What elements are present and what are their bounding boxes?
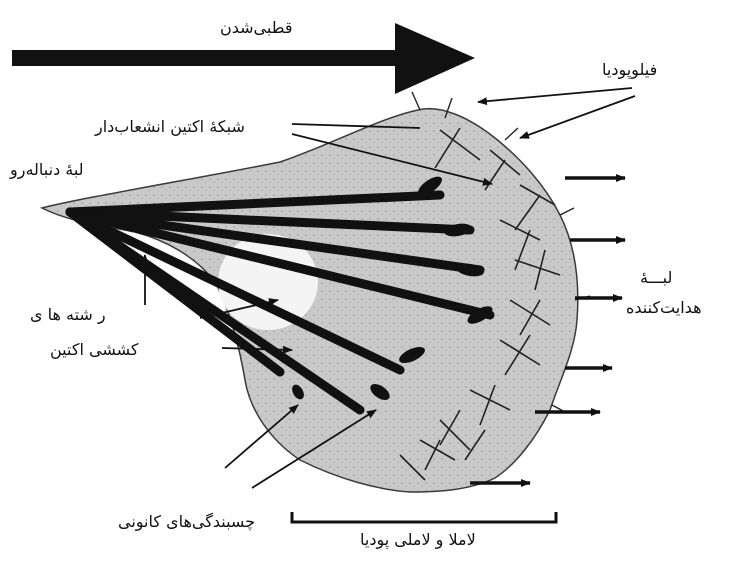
label-filopodia: فیلوپودیا	[602, 60, 657, 80]
pointer-filopodia-1	[478, 88, 632, 102]
label-stress-fibers-1: ر شته ها ی	[30, 305, 106, 325]
label-polarization: قطبی‌شدن	[220, 18, 293, 38]
label-stress-fibers-2: کششی اکتین	[50, 340, 138, 360]
label-lamellipodia: لاملا و لاملی پودیا	[360, 530, 476, 550]
label-focal-adhesions: چسبندگی‌های کانونی	[118, 512, 255, 532]
label-leading-edge-1: لبـــهٔ	[640, 268, 672, 288]
label-leading-edge-2: هدایت‌کننده	[626, 298, 702, 318]
lamellipodia-bracket	[292, 512, 556, 522]
label-branched-actin-network: شبکهٔ اکتین انشعاب‌دار	[95, 117, 245, 137]
pointer-filopodia-2	[520, 96, 635, 138]
label-trailing-edge: لبهٔ دنباله‌رو	[10, 160, 84, 180]
